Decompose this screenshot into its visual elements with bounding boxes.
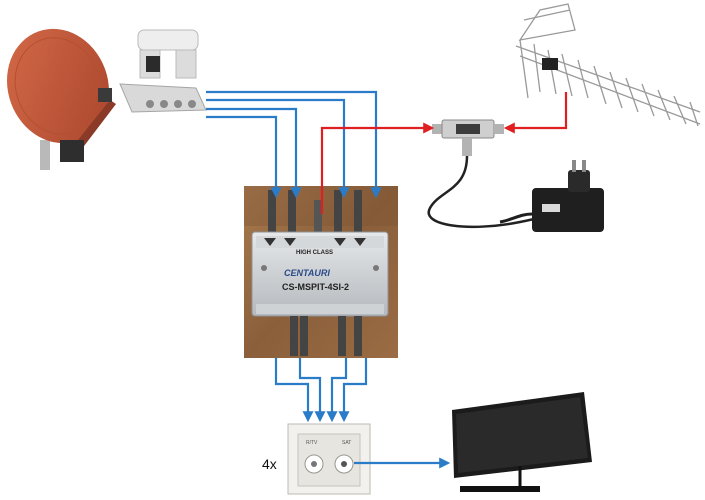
power-adapter-icon	[499, 160, 604, 232]
out-line-3	[326, 358, 348, 423]
sat-lnb-lines	[206, 90, 382, 199]
out-line-4	[338, 358, 368, 423]
sat-line-3	[206, 107, 302, 199]
sat-line-1	[206, 90, 382, 199]
terrestrial-amp-to-switch	[320, 122, 435, 214]
terrestrial-antenna-icon	[515, 3, 701, 127]
out-line-1	[274, 358, 314, 423]
sat-output-lines	[274, 358, 451, 469]
wall-socket-icon	[287, 423, 371, 495]
multiswitch-series-label: HIGH CLASS	[296, 250, 334, 256]
multiswitch-model-label: CS-MSPIT-4SI-2	[282, 282, 350, 292]
out-line-2	[298, 358, 326, 423]
television-icon	[452, 392, 592, 492]
terrestrial-antenna-to-amp	[503, 92, 568, 134]
quad-lnb-icon	[119, 29, 207, 113]
socket-tv-label: R/TV	[306, 440, 318, 446]
sat-line-2	[206, 98, 350, 199]
sat-line-4	[206, 115, 282, 199]
terrestrial-lines	[320, 92, 568, 214]
socket-sat-label: SAT	[342, 440, 352, 446]
quantity-label: 4x	[262, 456, 277, 472]
multiswitch-brand-label: CENTAURI	[284, 268, 330, 278]
satellite-dish-icon	[6, 28, 116, 170]
